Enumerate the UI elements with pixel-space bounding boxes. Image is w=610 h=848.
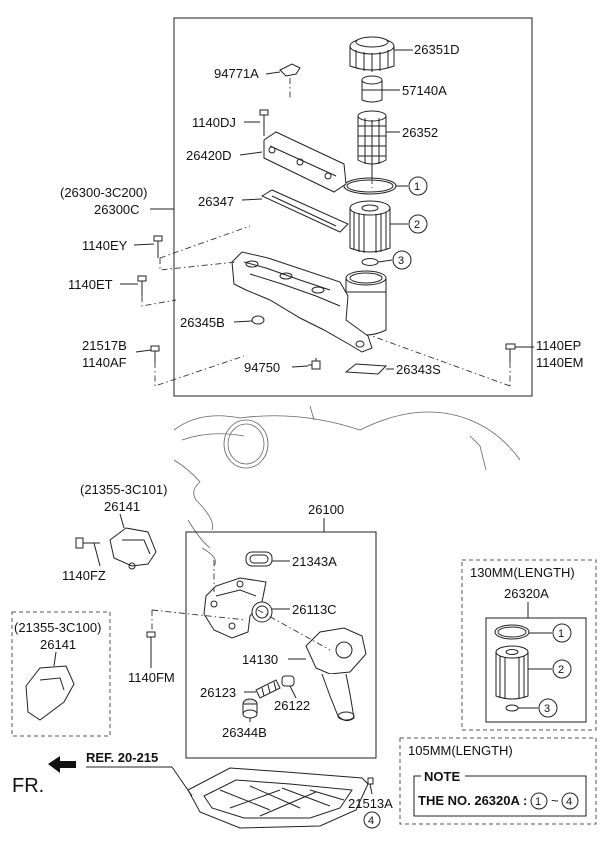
clip-part bbox=[279, 63, 301, 77]
callout-1: 1 bbox=[414, 181, 420, 193]
label-57140A: 57140A bbox=[402, 83, 447, 98]
oil-pump-box bbox=[185, 531, 377, 759]
oil-strainer-part-14130 bbox=[305, 627, 367, 722]
label-1140AF: 1140AF bbox=[82, 355, 127, 370]
label-1140EM: 1140EM bbox=[536, 355, 583, 370]
filter-element-130mm bbox=[495, 645, 529, 700]
label-94750: 94750 bbox=[244, 360, 280, 375]
label-26347: 26347 bbox=[198, 194, 234, 209]
label-1140FZ: 1140FZ bbox=[62, 568, 106, 583]
plunger-part-26123 bbox=[255, 679, 281, 699]
label-1140EP: 1140EP bbox=[536, 338, 581, 353]
bolt-part-1140EP bbox=[505, 343, 516, 362]
bolt-part-1140ET bbox=[137, 275, 147, 296]
label-26300-3C200: (26300-3C200) bbox=[60, 185, 147, 200]
filter-kit-box bbox=[485, 617, 587, 723]
callout-2: 2 bbox=[414, 219, 420, 231]
label-94771A: 94771A bbox=[214, 66, 259, 81]
label-21355-3C100: (21355-3C100) bbox=[14, 620, 101, 635]
callout-4: 4 bbox=[368, 815, 374, 827]
label-26352: 26352 bbox=[402, 125, 438, 140]
label-26141-top: 26141 bbox=[104, 499, 140, 514]
label-130mm-length: 130MM(LENGTH) bbox=[470, 565, 575, 580]
label-1140EY: 1140EY bbox=[82, 238, 128, 253]
bolt-part-21517B bbox=[150, 345, 160, 362]
filter-element-part-57140A bbox=[361, 75, 383, 103]
bolt-part-1140DJ bbox=[259, 109, 269, 136]
gasket-part-26343S bbox=[344, 363, 388, 375]
alt-cover-box bbox=[11, 611, 111, 737]
filter-130mm-box bbox=[461, 559, 597, 731]
filter-105mm-box bbox=[399, 737, 597, 825]
filter-cap-part bbox=[349, 36, 395, 72]
filter-element-part bbox=[349, 200, 391, 253]
box-callout-1: 1 bbox=[558, 628, 564, 640]
label-21517B: 21517B bbox=[82, 338, 127, 353]
gasket-part-26347 bbox=[260, 189, 349, 233]
label-26320A: 26320A bbox=[504, 586, 549, 601]
cover-part-26420D bbox=[263, 131, 347, 193]
bolt-part-1140EY bbox=[153, 235, 163, 258]
box-callout-3: 3 bbox=[544, 703, 550, 715]
note-text: THE NO. 26320A : bbox=[418, 793, 527, 808]
ref-label: REF. 20-215 bbox=[86, 750, 158, 765]
engine-block-outline bbox=[173, 405, 521, 567]
front-label: FR. bbox=[12, 775, 44, 797]
label-26345B: 26345B bbox=[180, 315, 225, 330]
filter-mesh-part-26352 bbox=[357, 110, 387, 178]
label-26351D: 26351D bbox=[414, 42, 460, 57]
label-1140DJ: 1140DJ bbox=[192, 115, 236, 130]
oil-filter-module-base bbox=[231, 251, 373, 353]
label-21343A: 21343A bbox=[292, 554, 337, 569]
label-26122: 26122 bbox=[274, 698, 310, 713]
note-title: NOTE bbox=[424, 769, 460, 784]
label-26113C: 26113C bbox=[292, 602, 337, 617]
drain-plug-part bbox=[367, 777, 374, 785]
oil-pump-body-part bbox=[203, 577, 267, 639]
chain-cover-part-26141-left bbox=[25, 665, 75, 721]
label-26300C: 26300C bbox=[94, 202, 140, 217]
label-26100: 26100 bbox=[308, 502, 344, 517]
label-21355-3C101: (21355-3C101) bbox=[80, 482, 167, 497]
label-26141-left: 26141 bbox=[40, 637, 76, 652]
note-tilde: ~ bbox=[551, 793, 559, 808]
label-21513A: 21513A bbox=[348, 796, 393, 811]
gasket-part-21343A bbox=[245, 551, 273, 567]
label-26420D: 26420D bbox=[186, 148, 232, 163]
oil-pressure-switch-part bbox=[308, 358, 321, 370]
chain-cover-part-26141-top bbox=[109, 527, 157, 570]
note-callout-1: 1 bbox=[535, 796, 541, 808]
label-1140ET: 1140ET bbox=[68, 277, 113, 292]
box-callout-2: 2 bbox=[558, 664, 564, 676]
bolt-part-1140FM bbox=[146, 631, 156, 658]
oil-pan-part bbox=[187, 767, 369, 829]
spring-part-26122 bbox=[281, 675, 295, 687]
plug-part-26344B bbox=[242, 698, 258, 719]
oil-filter-module-box bbox=[173, 17, 533, 397]
label-1140FM: 1140FM bbox=[128, 670, 175, 685]
bolt-part-1140FZ bbox=[75, 537, 100, 549]
label-26343S: 26343S bbox=[396, 362, 441, 377]
note-callout-4: 4 bbox=[566, 796, 572, 808]
front-arrow-icon bbox=[48, 756, 76, 773]
label-26123: 26123 bbox=[200, 685, 236, 700]
label-14130: 14130 bbox=[242, 652, 278, 667]
label-26344B: 26344B bbox=[222, 725, 267, 740]
callout-3: 3 bbox=[398, 255, 404, 267]
label-105mm-length: 105MM(LENGTH) bbox=[408, 743, 513, 758]
note-box bbox=[413, 775, 587, 817]
